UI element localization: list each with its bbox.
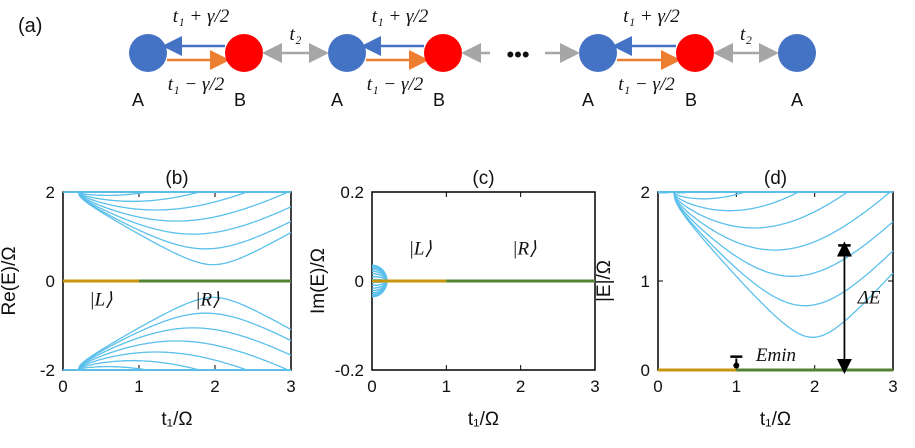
site-b [225,34,263,72]
bulk-band-line [63,191,291,222]
x-axis-label: t₁/Ω [161,409,192,430]
annotation-delta-e: ΔE [857,287,881,308]
x-tick-label: 3 [590,377,599,396]
y-tick-label: 0 [46,272,55,291]
site-b-label: B [234,90,246,110]
bulk-band-line [63,191,292,235]
y-tick-label: -0.2 [335,361,364,380]
annotation-right-state: |R⟩ [195,289,220,310]
bulk-band-line [372,270,388,282]
panel-label: (c) [472,168,494,189]
bulk-band-line [63,327,292,371]
bulk-band-line [63,312,292,371]
annotation-right-state: |R⟩ [512,238,537,259]
x-tick-label: 3 [888,377,897,396]
bulk-band-line [372,264,388,282]
x-tick-label: 2 [210,377,219,396]
bulk-band-line [658,191,894,307]
emin-dot [733,362,740,369]
bulk-band-line [372,280,388,289]
bulk-band-line [63,360,291,371]
site-b-label: B [433,90,445,110]
y-axis-label: |E|/Ω [594,260,615,302]
bulk-band-line [63,191,292,266]
x-tick-label: 2 [810,377,819,396]
y-tick-label: 2 [641,183,650,202]
annotation-emin: Emin [755,345,796,366]
y-tick-label: 0.2 [340,183,364,202]
site-a [579,34,617,72]
site-a [778,34,816,72]
site-a [328,34,366,72]
bulk-band-line [63,351,291,371]
bulk-band-line [372,280,388,287]
y-tick-label: -2 [40,361,55,380]
ellipsis: ••• [506,42,529,67]
x-tick-label: 2 [516,377,525,396]
panel-a-label: (a) [18,15,42,37]
bulk-band-line [372,280,388,298]
bulk-band-line [658,191,893,251]
lattice-schematic: (a) t₁ + γ/2 t₁ − γ/2A Bt₁ + γ/2 t₁ − γ/2A B… [18,6,816,110]
bulk-band-line [658,191,894,338]
bulk-band-line [63,340,291,371]
bulk-band-line [63,191,292,250]
bulk-band-line [658,191,893,212]
bulk-band-line [372,273,388,282]
panel-label: (d) [764,168,787,189]
bulk-band-line [658,191,894,277]
hop-top-label: t₁ + γ/2 [623,6,680,27]
panel-label: (b) [165,168,188,189]
site-b [424,34,462,72]
x-tick-label: 0 [58,377,67,396]
hop-inter-label: t₂ [740,24,752,45]
x-tick-label: 1 [732,377,741,396]
site-a [129,34,167,72]
annotation-left-state: |L⟩ [89,289,113,310]
bulk-band-line [63,191,291,211]
y-tick-label: 0 [641,361,650,380]
site-a-label: A [582,90,594,110]
annotation-left-state: |L⟩ [409,238,433,259]
hop-top-label: t₁ + γ/2 [173,6,230,27]
bulk-band-line [63,191,291,202]
chart-abs-e: 0 1 2 3 0 1 2 (d) t₁/Ω |E|/Ω Emin ΔE [594,168,898,430]
hop-inter-label: t₂ [290,24,302,45]
site-a-label: A [331,90,343,110]
y-axis-label: Re(E)/Ω [0,246,20,315]
bulk-band-line [63,296,292,371]
bulk-band-line [372,280,388,292]
site-a-label: A [132,90,144,110]
bulk-band-line [372,275,388,282]
hop-bottom-label: t₁ − γ/2 [367,74,424,95]
x-axis-label: t₁/Ω [468,409,499,430]
bulk-band-line [658,191,893,229]
x-tick-label: 1 [134,377,143,396]
site-b-label: B [685,90,697,110]
site-b [676,34,714,72]
bulk-band-line [657,191,893,200]
hop-bottom-label: t₁ − γ/2 [168,74,225,95]
site-a-label: A [791,90,803,110]
x-tick-label: 1 [442,377,451,396]
y-axis-label: Im(E)/Ω [308,248,329,314]
y-tick-label: 0 [355,272,364,291]
x-tick-label: 3 [286,377,295,396]
y-tick-label: 1 [641,272,650,291]
y-tick-label: 2 [46,183,55,202]
hop-bottom-label: t₁ − γ/2 [618,74,675,95]
x-tick-label: 0 [653,377,662,396]
plot-frame [657,191,894,371]
x-tick-label: 0 [367,377,376,396]
hop-top-label: t₁ + γ/2 [372,6,429,27]
x-axis-label: t₁/Ω [760,409,791,430]
